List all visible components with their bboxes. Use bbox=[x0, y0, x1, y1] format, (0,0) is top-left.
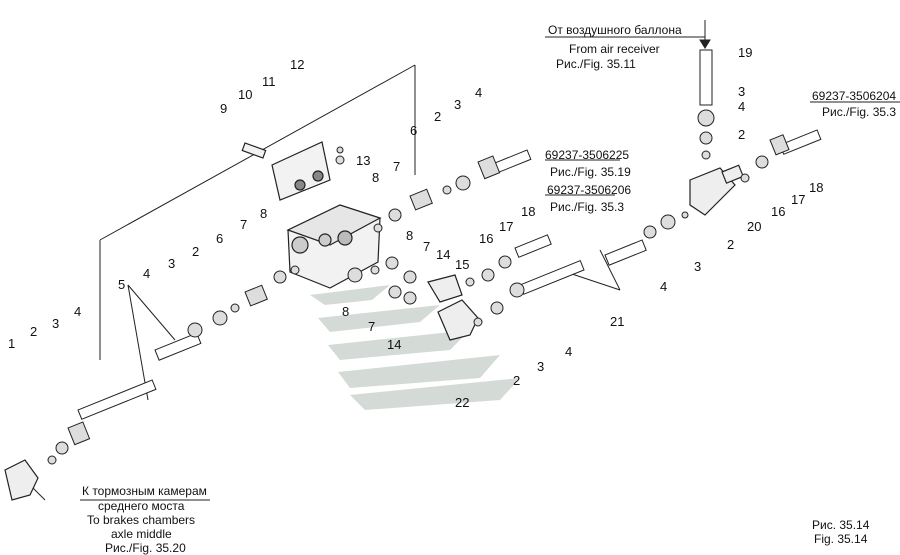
part-label: 21 bbox=[610, 314, 625, 329]
part-label: 10 bbox=[238, 87, 253, 102]
part-label: 4 bbox=[565, 344, 573, 359]
part-label: 3 bbox=[738, 84, 746, 99]
part-label: 8 bbox=[260, 206, 268, 221]
part-label: 17 bbox=[791, 192, 806, 207]
brakes-ref: Рис./Fig. 35.20 bbox=[105, 541, 186, 555]
part-label: 2 bbox=[513, 373, 521, 388]
part-label: 2 bbox=[738, 127, 746, 142]
pipe-18-center bbox=[514, 234, 552, 258]
brakes-en-line2: axle middle bbox=[111, 527, 172, 541]
part-label: 3 bbox=[168, 256, 176, 271]
elbow-22 bbox=[437, 299, 479, 341]
elbow-fittings bbox=[4, 274, 479, 501]
part-label: 20 bbox=[747, 219, 762, 234]
pipe-21-b bbox=[604, 239, 647, 266]
part-label: 1 bbox=[8, 336, 16, 351]
part-label: 5 bbox=[118, 277, 126, 292]
part-a-ref: Рис./Fig. 35.3 bbox=[822, 105, 897, 119]
pipe-19 bbox=[699, 49, 713, 106]
part-label: 2 bbox=[434, 109, 442, 124]
part-label: 17 bbox=[499, 219, 514, 234]
part-label: 14 bbox=[387, 337, 402, 352]
part-label: 3 bbox=[52, 316, 60, 331]
brakes-ru-line2: среднего моста bbox=[98, 499, 185, 513]
part-label: 7 bbox=[240, 217, 248, 232]
valve-body bbox=[286, 204, 382, 289]
part-label: 14 bbox=[436, 247, 451, 262]
part-label: 8 bbox=[342, 304, 350, 319]
part-c-number: 69237-3506206 bbox=[547, 183, 632, 197]
watermark-logo bbox=[310, 285, 520, 410]
part-label: 3 bbox=[454, 97, 462, 112]
leader-lines bbox=[29, 20, 900, 501]
brakes-en-line1: To brakes chambers bbox=[87, 513, 196, 527]
part-label: 19 bbox=[738, 45, 753, 60]
caption-en: Fig. 35.14 bbox=[814, 532, 868, 546]
part-label: 9 bbox=[220, 101, 228, 116]
part-label: 13 bbox=[356, 153, 371, 168]
part-label: 7 bbox=[393, 159, 401, 174]
part-a-number: 69237-3506204 bbox=[812, 89, 897, 103]
part-b-number: 69237-3506225 bbox=[545, 148, 630, 162]
part-label: 18 bbox=[521, 204, 536, 219]
part-label: 16 bbox=[771, 204, 786, 219]
part-label: 8 bbox=[372, 170, 380, 185]
nuts-and-washers bbox=[47, 109, 790, 465]
part-label: 12 bbox=[290, 57, 305, 72]
part-label: 18 bbox=[809, 180, 824, 195]
part-label: 3 bbox=[694, 259, 702, 274]
part-label: 16 bbox=[479, 231, 494, 246]
part-label: 6 bbox=[410, 123, 418, 138]
part-label: 2 bbox=[192, 244, 200, 259]
part-label: 3 bbox=[537, 359, 545, 374]
part-label: 4 bbox=[738, 99, 746, 114]
pipe-5-long bbox=[77, 379, 157, 420]
from-receiver-en: From air receiver bbox=[569, 42, 660, 56]
part-label: 15 bbox=[455, 257, 470, 272]
tee-fitting bbox=[689, 164, 744, 216]
part-label: 2 bbox=[30, 324, 38, 339]
part-label: 4 bbox=[74, 304, 82, 319]
part-label: 6 bbox=[216, 231, 224, 246]
part-label: 7 bbox=[368, 319, 376, 334]
from-receiver-ru: От воздушного баллона bbox=[548, 23, 682, 37]
bracket bbox=[241, 141, 331, 201]
elbow-15 bbox=[427, 274, 463, 303]
pipes bbox=[77, 49, 822, 420]
pipe-5-short bbox=[154, 332, 202, 361]
part-label: 11 bbox=[262, 74, 276, 89]
brakes-ru-line1: К тормозным камерам bbox=[82, 484, 207, 498]
part-label: 22 bbox=[455, 395, 470, 410]
from-receiver-ref: Рис./Fig. 35.11 bbox=[556, 57, 636, 71]
part-label: 4 bbox=[143, 266, 151, 281]
part-c-ref: Рис./Fig. 35.3 bbox=[550, 200, 625, 214]
part-label: 2 bbox=[727, 237, 735, 252]
pipe-21-a bbox=[519, 259, 585, 295]
part-b-ref: Рис./Fig. 35.19 bbox=[550, 165, 631, 179]
part-label: 4 bbox=[660, 279, 668, 294]
part-label: 4 bbox=[475, 85, 483, 100]
part-label: 8 bbox=[406, 228, 414, 243]
part-label: 7 bbox=[423, 239, 431, 254]
caption-ru: Рис. 35.14 bbox=[812, 518, 870, 532]
elbow-1 bbox=[4, 459, 39, 501]
